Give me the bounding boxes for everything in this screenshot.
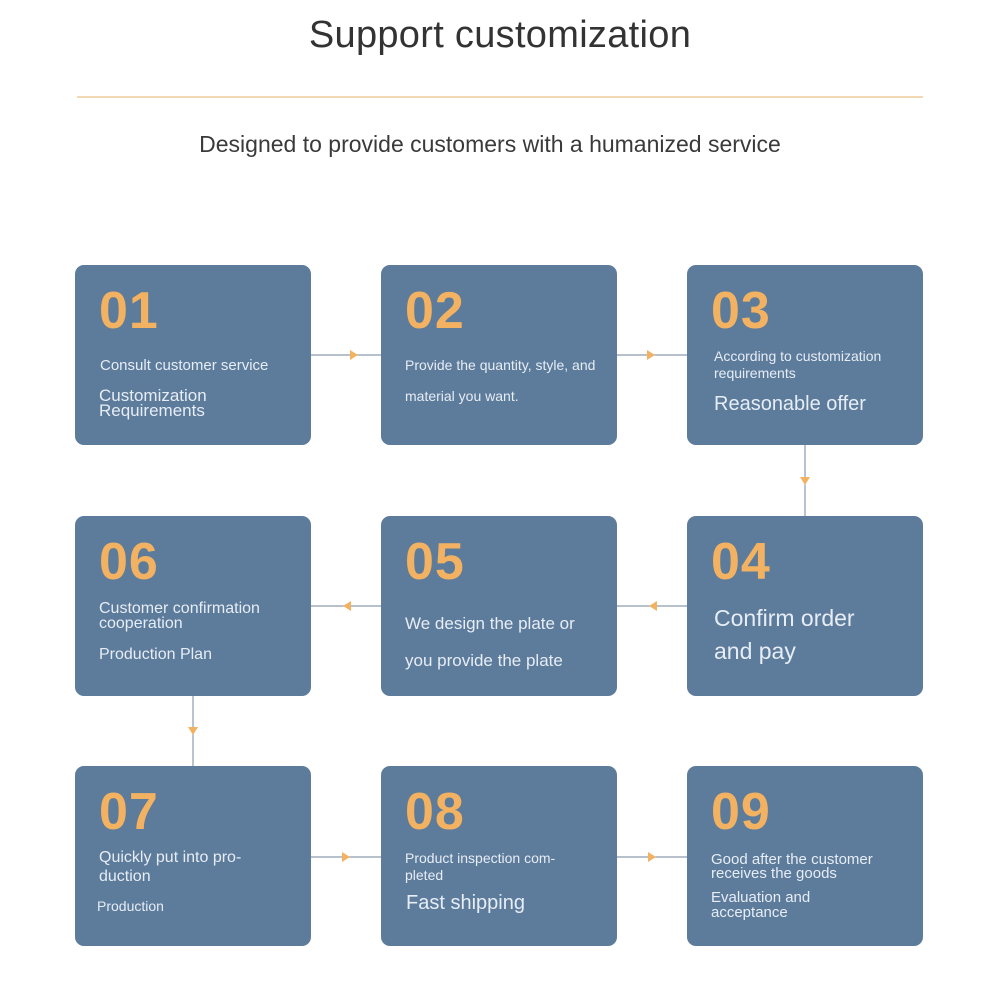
step-card-04: 04 Confirm order and pay <box>687 516 923 696</box>
arrow-head-02-03 <box>647 350 655 360</box>
arrow-head-06-07 <box>188 727 198 735</box>
step-card-09: 09 Good after the customer receives the … <box>687 766 923 946</box>
step-number: 08 <box>405 783 465 841</box>
step-text: We design the plate or you provide the p… <box>405 614 575 670</box>
step-subtext: Production Plan <box>99 646 212 663</box>
step-text: According to customization requirements <box>714 348 882 381</box>
title-divider <box>77 96 923 98</box>
step-subtext: Evaluation and acceptance <box>711 889 811 921</box>
step-text: Good after the customer receives the goo… <box>711 851 873 883</box>
page-title: Support customization <box>308 14 692 56</box>
arrow-head-03-04 <box>800 477 810 485</box>
step-card-01: 01 Consult customer service Customizatio… <box>75 265 311 445</box>
step-number: 01 <box>99 282 159 340</box>
step-card-03: 03 According to customization requiremen… <box>687 265 923 445</box>
step-card-08: 08 Product inspection com-pleted Fast sh… <box>381 766 617 946</box>
step-text: Consult customer service <box>100 357 269 374</box>
step-text: Quickly put into pro-duction <box>99 849 242 886</box>
arrow-head-08-09 <box>648 852 656 862</box>
step-number: 09 <box>711 783 771 841</box>
step-subtext: Production <box>97 898 164 914</box>
step-number: 03 <box>711 282 771 340</box>
step-subtext: Reasonable offer <box>714 393 866 415</box>
step-card-06: 06 Customer confirmation cooperation Pro… <box>75 516 311 696</box>
step-number: 05 <box>405 533 465 591</box>
step-number: 02 <box>405 282 465 340</box>
step-card-05: 05 We design the plate or you provide th… <box>381 516 617 696</box>
step-card-02: 02 Provide the quantity, style, and mate… <box>381 265 617 445</box>
step-subtext: Customization Requirements <box>99 386 207 420</box>
step-number: 07 <box>99 783 159 841</box>
step-number: 06 <box>99 533 159 591</box>
step-text: Customer confirmation cooperation <box>99 600 260 633</box>
arrow-head-07-08 <box>342 852 350 862</box>
step-number: 04 <box>711 533 771 591</box>
page-subtitle: Designed to provide customers with a hum… <box>199 131 781 157</box>
step-text: Product inspection com-pleted <box>405 850 556 883</box>
step-card-07: 07 Quickly put into pro-duction Producti… <box>75 766 311 946</box>
arrow-head-01-02 <box>350 350 358 360</box>
arrow-head-04-05 <box>649 601 657 611</box>
step-text: Confirm order and pay <box>714 605 855 665</box>
step-subtext: Fast shipping <box>406 892 525 914</box>
arrow-head-05-06 <box>343 601 351 611</box>
step-text: Provide the quantity, style, and materia… <box>405 357 596 404</box>
